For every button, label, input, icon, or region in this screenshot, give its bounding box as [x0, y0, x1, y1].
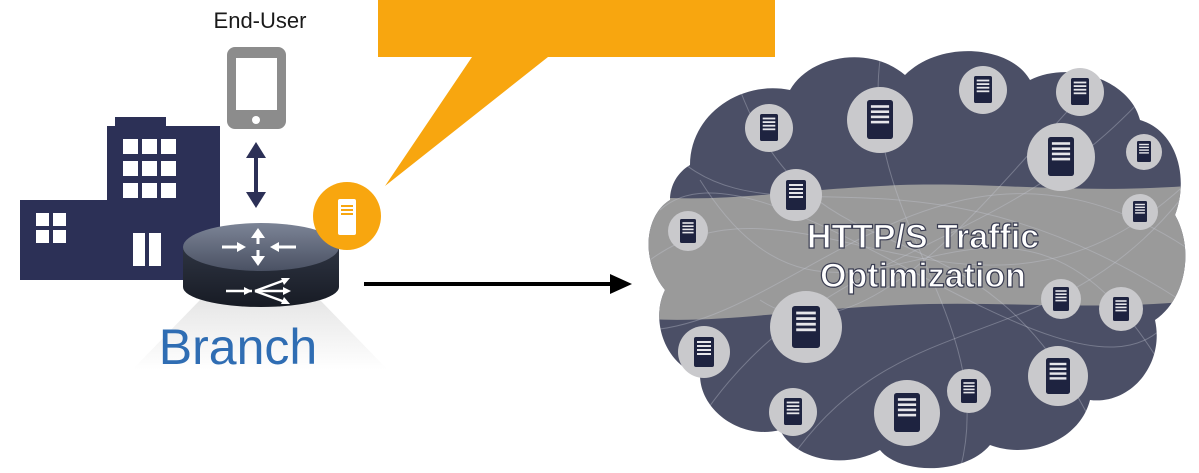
server-icon: [847, 87, 913, 153]
traffic-arrow: [364, 274, 632, 294]
server-icon: [668, 211, 708, 251]
server-icon: [769, 388, 817, 436]
cloud-label-line1: HTTP/S Traffic: [807, 218, 1039, 256]
server-icon: [745, 104, 793, 152]
server-icon: [947, 369, 991, 413]
server-nodes: [668, 66, 1162, 446]
server-icon: [1028, 346, 1088, 406]
server-icon: [1122, 194, 1158, 230]
server-icon: [1126, 134, 1162, 170]
building-icon: [20, 117, 220, 280]
callout-bubble: [378, 0, 775, 186]
server-icon: [1041, 279, 1081, 319]
router-glow: [132, 300, 388, 370]
cloud-label-line2: Optimization: [820, 257, 1026, 295]
server-icon: [1056, 68, 1104, 116]
server-icon: [678, 326, 730, 378]
server-icon: [1027, 123, 1095, 191]
server-icon: [959, 66, 1007, 114]
server-icon: [874, 380, 940, 446]
smartphone-icon: [227, 47, 286, 129]
router-icon: [183, 223, 339, 307]
end-user-label: End-User: [213, 8, 307, 33]
server-icon: [770, 291, 842, 363]
server-icon: [1099, 287, 1143, 331]
bidirectional-arrow-icon: [246, 142, 266, 208]
server-icon: [770, 169, 822, 221]
branch-server-badge: [313, 182, 381, 250]
branch-label: Branch: [158, 319, 318, 375]
